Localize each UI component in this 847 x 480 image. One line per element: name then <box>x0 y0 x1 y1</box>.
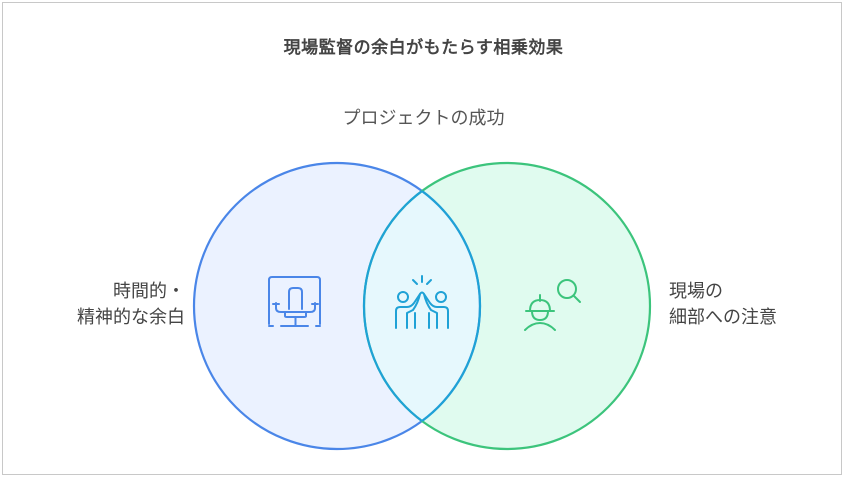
right-set-label-line1: 現場の <box>669 281 723 302</box>
worker-search-icon <box>524 279 581 331</box>
intersection-outline-left-arc <box>421 190 482 422</box>
intersection-area <box>364 163 480 449</box>
high-five-icon <box>395 275 449 329</box>
office-chair-icon <box>268 276 321 327</box>
right-set-label: 現場の 細部への注意 <box>669 279 777 331</box>
left-set-label-line2: 精神的な余白 <box>77 307 185 328</box>
intersection-outline-right-arc <box>362 163 480 449</box>
intersection-label: プロジェクトの成功 <box>342 108 505 129</box>
diagram-title: 現場監督の余白がもたらす相乗効果 <box>283 38 564 58</box>
left-set-label: 時間的・ 精神的な余白 <box>77 279 185 331</box>
left-set-label-line1: 時間的・ <box>113 281 185 302</box>
right-set-label-line2: 細部への注意 <box>669 307 777 328</box>
